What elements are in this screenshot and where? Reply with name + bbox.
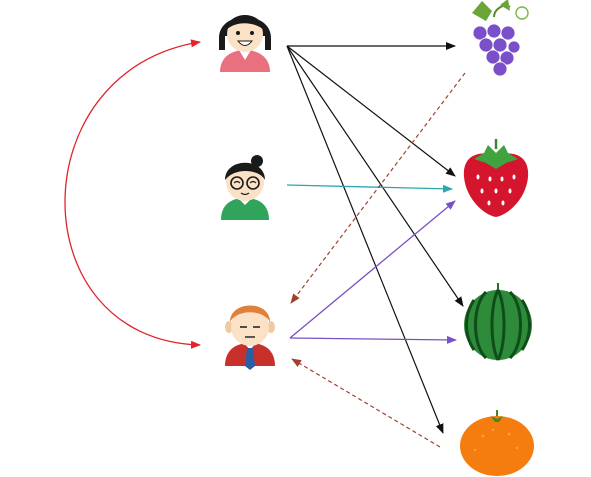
watermelon-icon (464, 283, 532, 361)
orange-icon (460, 410, 534, 476)
edge-man-watermelon (289, 335, 457, 344)
grapes-icon (472, 0, 529, 77)
edge-woman-man (64, 39, 201, 349)
edge-girl-strawberry (286, 184, 453, 193)
edge-woman-strawberry (286, 45, 456, 177)
edge-woman-watermelon (286, 45, 464, 307)
girl-with-glasses-icon (221, 155, 269, 220)
edge-woman-orange (286, 45, 444, 434)
man-with-tie-icon (225, 305, 275, 370)
edge-orange-man (291, 358, 441, 448)
woman-icon (219, 15, 271, 72)
edge-man-strawberry (289, 200, 456, 339)
strawberry-icon (463, 139, 529, 217)
edge-grapes-man (290, 72, 466, 304)
